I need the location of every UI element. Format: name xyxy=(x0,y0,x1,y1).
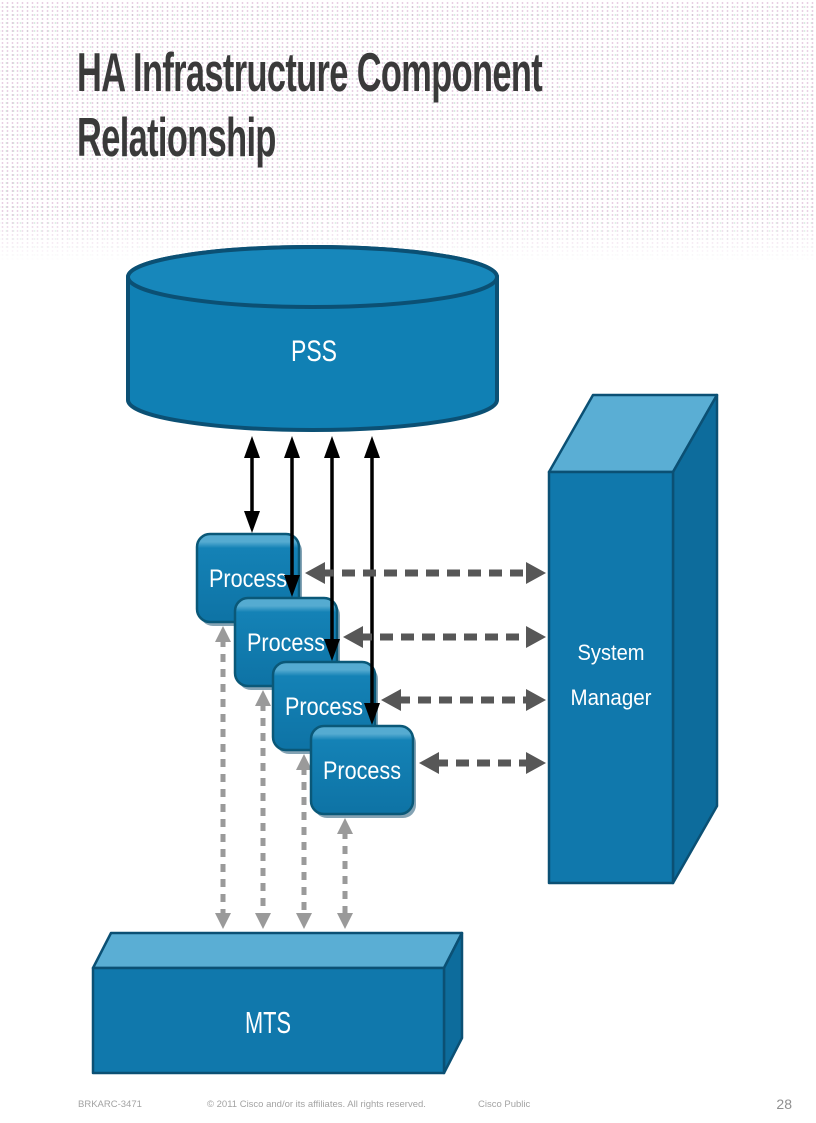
process-box-4: Process xyxy=(309,724,416,818)
process-mts-arrow-2 xyxy=(255,690,271,929)
footer-classification: Cisco Public xyxy=(478,1099,531,1110)
pss-cylinder-top xyxy=(126,245,499,309)
title-line-2: Relationship xyxy=(77,106,276,168)
process-mts-arrow-4 xyxy=(337,818,353,929)
slide-footer: BRKARC-3471 © 2011 Cisco and/or its affi… xyxy=(0,1096,816,1116)
title-line-1: HA Infrastructure Component xyxy=(77,41,543,103)
slide-title: HA Infrastructure Component Relationship xyxy=(77,40,543,170)
process-mts-arrows xyxy=(215,626,353,929)
system-manager-front-face xyxy=(547,470,675,885)
process-sysmgr-arrow-2 xyxy=(343,626,546,648)
pss-process-arrow-3 xyxy=(324,436,340,661)
system-manager-right-face xyxy=(671,393,719,885)
pss-process-arrow-2 xyxy=(284,436,300,597)
process-label-1: Process xyxy=(209,565,287,593)
process-sysmgr-arrow-4 xyxy=(419,752,546,774)
pss-cylinder: PSS xyxy=(126,245,499,432)
pss-process-arrow-1 xyxy=(244,436,260,533)
process-box-1: Process xyxy=(195,532,302,626)
system-manager-box: System Manager xyxy=(547,393,719,885)
process-label-4: Process xyxy=(323,757,401,785)
pss-label: PSS xyxy=(291,335,337,368)
mts-box: MTS xyxy=(91,931,464,1075)
system-manager-label-line2: Manager xyxy=(571,685,652,710)
process-boxes: Process Process Process Process xyxy=(195,532,416,818)
mts-label: MTS xyxy=(245,1005,291,1040)
process-label-3: Process xyxy=(285,693,363,721)
pss-process-arrows xyxy=(244,436,380,725)
mts-front-face xyxy=(91,966,446,1075)
process-sysmgr-arrow-3 xyxy=(381,689,546,711)
process-sysmgr-arrows xyxy=(305,562,546,774)
footer-page-number: 28 xyxy=(776,1096,792,1112)
footer-session-id: BRKARC-3471 xyxy=(78,1099,142,1110)
mts-top-face xyxy=(91,931,464,970)
pss-process-arrow-4 xyxy=(364,436,380,725)
process-sysmgr-arrow-1 xyxy=(305,562,546,584)
process-mts-arrow-1 xyxy=(215,626,231,929)
footer-copyright: © 2011 Cisco and/or its affiliates. All … xyxy=(207,1099,426,1110)
process-mts-arrow-3 xyxy=(296,754,312,929)
system-manager-label-line1: System xyxy=(578,640,645,665)
process-label-2: Process xyxy=(247,629,325,657)
